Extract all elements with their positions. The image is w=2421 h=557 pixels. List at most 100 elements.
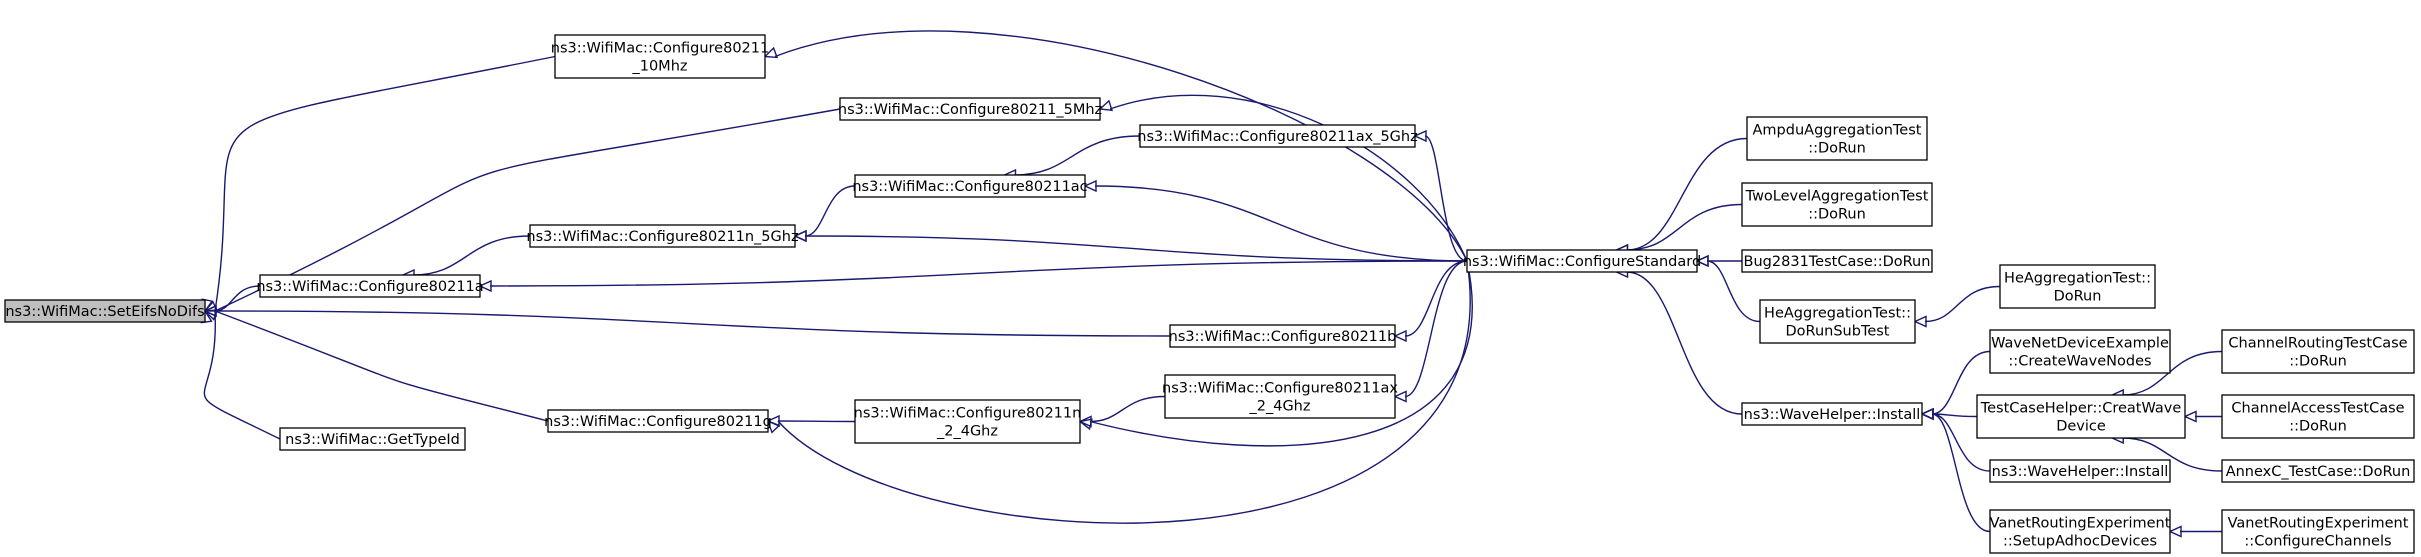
edge-line [214,285,261,312]
edge-line [804,235,1468,262]
function-node[interactable]: ns3::WaveHelper::Install [1989,459,2171,483]
function-node[interactable]: ns3::WifiMac::Configure80211_10Mhz [551,34,769,79]
function-node[interactable]: ns3::WaveHelper::Install [1741,402,1923,426]
node-box [1989,459,2171,483]
function-node[interactable]: ns3::WifiMac::Configure80211a [256,274,484,298]
edge-n4-n3 [401,235,531,282]
function-node[interactable]: ns3::WifiMac::Configure80211b [1169,324,1397,348]
edge-n24-n20 [2183,410,2223,423]
edge-arrowhead [1098,99,1114,112]
edge-layer [200,30,2223,538]
node-box [1169,324,1396,348]
edge-arrowhead [478,279,492,293]
node-label: ns3::WifiMac::Configure80211n [854,406,1082,422]
function-node[interactable]: ns3::WifiMac::GetTypeId [279,427,466,451]
edge-line [489,260,1468,287]
edge-arrowhead [1078,418,1093,431]
node-label: ::DoRun [1808,141,1866,157]
function-node[interactable]: ns3::WifiMac::Configure80211ax_2_4Ghz [1162,374,1398,419]
edge-arrowhead [763,46,779,59]
node-label: ::CreateWaveNodes [2008,354,2151,370]
node-label: DoRunSubTest [1786,324,1890,340]
node-label: ns3::WifiMac::Configure80211a [256,279,483,295]
node-box [1989,509,2171,554]
edge-n12-n8 [766,260,1471,524]
function-node[interactable]: ns3::WifiMac::Configure80211ac [852,174,1088,198]
node-label: VanetRoutingExperiment [1990,516,2171,532]
node-box [854,399,1081,444]
node-label: _10Mhz [631,59,687,75]
function-node[interactable]: TwoLevelAggregationTest::DoRun [1741,182,1933,227]
edge-n14-n12 [1614,203,1743,257]
edge-n12-n7 [1393,260,1468,343]
root-function-node[interactable]: ns3::WifiMac::SetEifsNoDifs [4,299,206,323]
edge-arrowhead [2168,525,2182,538]
node-box [1139,124,1416,148]
node-label: TestCaseHelper::CreatWave [1980,401,2182,417]
edge-arrowhead [1393,390,1407,403]
edge-n17-n16 [1913,285,2001,328]
node-label: AmpduAggregationTest [1753,123,1922,139]
function-node[interactable]: AnnexC_TestCase::DoRun [2221,459,2415,483]
edge-line [1404,260,1468,398]
node-label: _2_4Ghz [936,424,998,440]
node-box [1164,374,1396,419]
edge-arrowhead [766,419,781,434]
edge-n8-n0 [203,309,549,422]
edge-arrowhead [2183,410,2197,423]
node-label: ::SetupAdhocDevices [2003,534,2157,550]
node-box [1976,394,2186,439]
node-box [554,34,766,79]
edge-n12-n5 [1083,179,1468,262]
node-box [1999,264,2156,309]
edge-line [777,420,856,423]
node-label: ns3::WifiMac::Configure80211ac [852,179,1087,195]
node-label: ns3::WifiMac::Configure80211_5Mhz [838,102,1102,118]
node-box [1989,329,2171,374]
edge-line [214,310,1171,337]
node-label: VanetRoutingExperiment [2228,516,2409,532]
edge-line [774,30,1468,262]
node-box [2221,394,2415,439]
edge-line [1094,185,1468,262]
node-label: AnnexC_TestCase::DoRun [2226,464,2411,480]
function-node[interactable]: ns3::WifiMac::Configure80211ax_5Ghz [1137,124,1418,148]
function-node[interactable]: AmpduAggregationTest::DoRun [1746,116,1928,161]
node-box [1759,299,1916,344]
node-label: ns3::WifiMac::Configure80211n_5Ghz [526,229,798,245]
edge-n6-n5 [1002,135,1141,182]
function-node[interactable]: ns3::WifiMac::Configure80211n_5Ghz [526,224,799,248]
node-label: TwoLevelAggregationTest [1745,189,1929,205]
edge-line [804,185,856,237]
edge-n12-n9 [1078,260,1473,447]
edge-n22-n18 [1920,407,1991,533]
edge-line [1924,285,2001,323]
function-node[interactable]: ChannelRoutingTestCase::DoRun [2221,329,2415,374]
node-label: WaveNetDeviceExample [1991,336,2169,352]
edge-n16-n12 [1695,254,1761,323]
function-node[interactable]: ns3::WifiMac::Configure80211_5Mhz [838,97,1102,121]
function-node[interactable]: ChannelAccessTestCase::DoRun [2221,394,2415,439]
function-node[interactable]: VanetRoutingExperiment::ConfigureChannel… [2221,509,2415,554]
function-node[interactable]: HeAggregationTest::DoRunSubTest [1759,299,1916,344]
edge-arrowhead [1083,179,1097,193]
edge-line [1404,260,1468,337]
function-node[interactable]: Bug2831TestCase::DoRun [1741,249,1933,273]
edge-n13-n12 [1614,137,1748,257]
edge-line [214,55,556,312]
function-node[interactable]: VanetRoutingExperiment::SetupAdhocDevice… [1989,509,2171,554]
edge-line [214,310,549,422]
edge-n18-n12 [1614,265,1743,415]
edge-line [214,108,841,312]
function-node[interactable]: HeAggregationTest::DoRun [1999,264,2156,309]
function-node[interactable]: ns3::WifiMac::Configure80211g [544,409,772,433]
node-label: ns3::WifiMac::Configure80211b [1169,329,1397,345]
function-node[interactable]: ns3::WifiMac::ConfigureStandard [1463,249,1701,273]
function-node[interactable]: ns3::WifiMac::Configure80211n_2_4Ghz [854,399,1082,444]
edge-n12-n10 [1393,260,1468,403]
node-box [1466,249,1698,273]
function-node[interactable]: WaveNetDeviceExample::CreateWaveNodes [1989,329,2171,374]
edge-line [1626,137,1748,251]
node-label: HeAggregationTest:: [2004,271,2151,287]
